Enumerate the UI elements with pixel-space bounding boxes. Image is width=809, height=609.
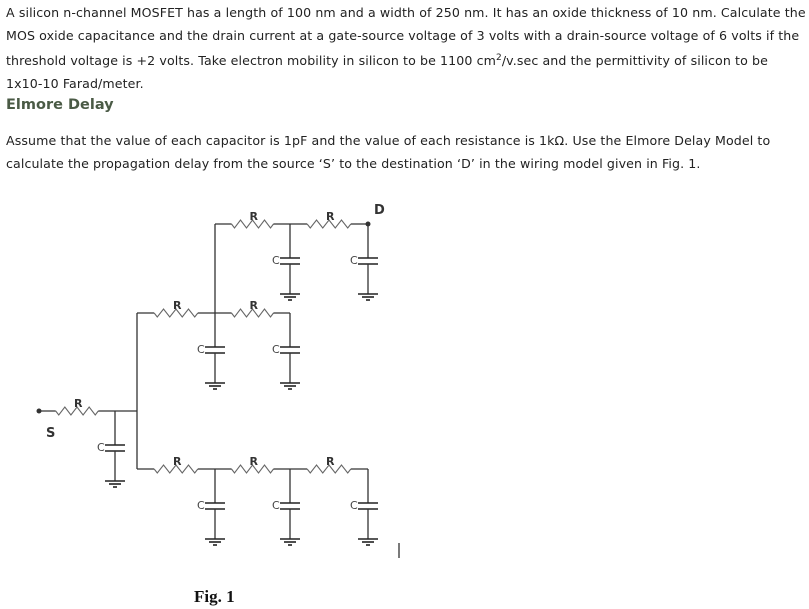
- source-label: S: [46, 426, 55, 441]
- problem-1-text: A silicon n-channel MOSFET has a length …: [6, 2, 806, 95]
- capacitor-lower-2-label: C: [272, 499, 280, 512]
- superscript-2: 2: [495, 53, 502, 63]
- resistor-top-2: [306, 219, 352, 229]
- capacitor-top-2-label: C: [350, 254, 358, 267]
- resistor-lower-2-label: R: [250, 455, 259, 468]
- resistor-lower-1-label: R: [173, 455, 182, 468]
- capacitor-top-1-label: C: [272, 254, 280, 267]
- capacitor-node-a-label: C: [97, 441, 105, 454]
- destination-node: [365, 221, 371, 227]
- resistor-top-1: [231, 219, 274, 229]
- problem-1-part1: A silicon n-channel MOSFET has a length …: [6, 5, 806, 69]
- problem-2-text: Assume that the value of each capacitor …: [6, 133, 771, 171]
- circuit-diagram: S R C R C R C R C R C D R C R C R C Fig. 1: [36, 203, 400, 606]
- resistor-input-label: R: [74, 397, 83, 410]
- capacitor-upper-1-label: C: [197, 343, 205, 356]
- resistor-upper-1-label: R: [173, 299, 182, 312]
- resistor-lower-1: [153, 464, 199, 474]
- resistor-lower-3: [306, 464, 352, 474]
- resistor-upper-2: [231, 308, 274, 318]
- resistor-top-1-label: R: [250, 210, 259, 223]
- resistor-lower-3-label: R: [326, 455, 335, 468]
- resistor-top-2-label: R: [326, 210, 335, 223]
- section-heading: Elmore Delay: [6, 97, 114, 113]
- resistor-lower-2: [231, 464, 274, 474]
- capacitor-lower-1-label: C: [197, 499, 205, 512]
- problem-1-part2: /v.sec and the permittivity of silicon t…: [6, 53, 768, 91]
- capacitor-upper-2-label: C: [272, 343, 280, 356]
- destination-label: D: [374, 203, 385, 218]
- resistor-input: [55, 406, 99, 416]
- resistor-upper-2-label: R: [250, 299, 259, 312]
- resistor-upper-1: [153, 308, 199, 318]
- figure-caption: Fig. 1: [194, 587, 235, 606]
- capacitor-lower-3-label: C: [350, 499, 358, 512]
